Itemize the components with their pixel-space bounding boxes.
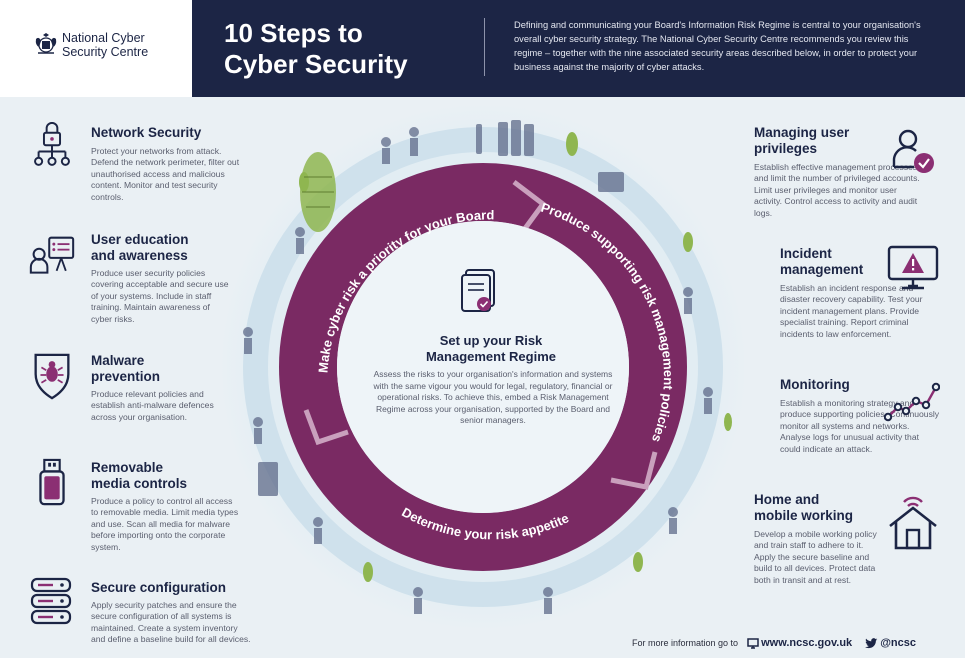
step-title-line1: Incident [780, 246, 832, 261]
step-description: Produce relevant policies and establish … [91, 389, 214, 422]
step-title-line1: Removable [91, 460, 164, 475]
step-title-line2: management [780, 262, 864, 277]
usb-drive-icon [39, 458, 65, 506]
step-title-line1: Managing user [754, 125, 850, 140]
page-title: 10 Steps to Cyber Security [224, 18, 484, 80]
step-title-line1: Monitoring [780, 377, 850, 392]
header-banner: National Cyber Security Centre 10 Steps … [0, 0, 965, 97]
step-title-line1: Home and [754, 492, 820, 507]
org-name-line2: Security Centre [62, 45, 149, 59]
presenter-icon [29, 236, 75, 274]
ncsc-logo[interactable]: National Cyber Security Centre [0, 0, 192, 97]
step-title-line1: Malware [91, 353, 145, 368]
step-title-line1: User education [91, 232, 189, 247]
twitter-icon [864, 637, 878, 648]
step-title-line2: privileges [754, 141, 818, 156]
org-name-line1: National Cyber [62, 31, 145, 45]
risk-regime-wheel: Make cyber risk a priority for your Boar… [218, 102, 748, 632]
center-title-line2: Management Regime [425, 349, 557, 364]
step-title: Malware prevention [91, 353, 241, 385]
bug-shield-icon [34, 353, 70, 400]
page-title-line1: 10 Steps to [224, 18, 363, 48]
step-title: Secure configuration [91, 580, 261, 596]
step-title-line2: mobile working [754, 508, 854, 523]
step-description: Produce user security policies covering … [91, 268, 229, 324]
user-check-icon [892, 129, 934, 173]
ring-arrow-2 [610, 451, 658, 490]
step-title: User education and awareness [91, 232, 241, 264]
footer-prefix: For more information go to [632, 638, 739, 648]
step-title: Managing user privileges [754, 125, 884, 157]
org-name: National Cyber Security Centre [62, 31, 182, 59]
step-title-line2: media controls [91, 476, 188, 491]
step-title-line2: and awareness [91, 248, 188, 263]
network-lock-icon [34, 122, 70, 166]
step-title-line1: Secure configuration [91, 580, 227, 595]
step-description: Protect your networks from attack. Defen… [91, 146, 240, 202]
step-title: Home and mobile working [754, 492, 874, 524]
step-description: Develop a mobile working policy and trai… [754, 529, 877, 585]
step-description: Establish a monitoring strategy and prod… [780, 398, 940, 454]
step-description: Apply security patches and ensure the se… [91, 600, 251, 645]
line-graph-icon [884, 382, 940, 422]
footer-contact: For more information go to www.ncsc.gov.… [632, 637, 916, 651]
center-description: Assess the risks to your organisation's … [373, 369, 613, 425]
center-title-line1: Set up your Risk [439, 333, 543, 348]
ring-arrow-1 [512, 180, 547, 240]
monitor-icon [746, 637, 759, 649]
step-description: Produce a policy to control all access t… [91, 496, 239, 552]
step-description: Establish effective management processes… [754, 162, 920, 218]
gherkin-building [300, 152, 336, 232]
step-title-line1: Network Security [91, 125, 202, 140]
step-title-line2: prevention [91, 369, 161, 384]
royal-crest-icon [35, 33, 57, 54]
website-link[interactable]: www.ncsc.gov.uk [761, 637, 853, 649]
document-check-icon [461, 269, 495, 312]
step-title: Incident management [780, 246, 890, 278]
server-stack-icon [30, 577, 72, 625]
intro-text: Defining and communicating your Board's … [514, 20, 921, 72]
step-title: Removable media controls [91, 460, 241, 492]
twitter-handle-link[interactable]: @ncsc [880, 637, 916, 649]
step-title: Monitoring [780, 377, 890, 393]
purple-process-ring [279, 163, 687, 571]
header-divider [484, 18, 485, 76]
warning-monitor-icon [887, 245, 939, 290]
page-title-line2: Cyber Security [224, 49, 408, 79]
home-wifi-icon [889, 496, 937, 550]
ring-arrow-3 [303, 409, 349, 446]
center-title: Set up your Risk Management Regime [360, 333, 622, 365]
step-title: Network Security [91, 125, 241, 141]
people-illustrations [243, 120, 713, 614]
step-description: Establish an incident response and disas… [780, 283, 923, 339]
